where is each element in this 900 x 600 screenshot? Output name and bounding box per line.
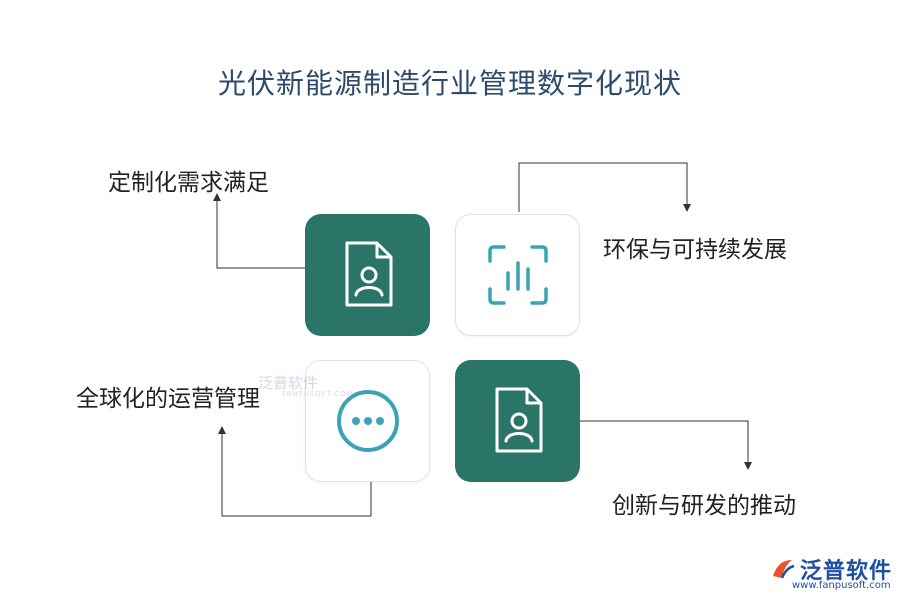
label-innovation-rd: 创新与研发的推动: [612, 493, 796, 519]
brand-logo-icon: [773, 560, 795, 579]
connector-bottom-left: [218, 426, 372, 517]
brand-url: www.fanpusoft.com: [792, 580, 891, 591]
diagram-title: 光伏新能源制造行业管理数字化现状: [217, 67, 682, 100]
document-person-icon: [495, 387, 542, 453]
connector-bottom-right: [580, 420, 752, 470]
more-dots-icon: [336, 390, 399, 452]
label-global-operations: 全球化的运营管理: [76, 386, 260, 412]
tile-sustainability: [455, 214, 580, 336]
brand-logo-text: 泛普软件: [800, 559, 893, 584]
bar-chart-frame-icon: [487, 245, 548, 305]
connector-top-left: [213, 193, 305, 269]
label-sustainability: 环保与可持续发展: [603, 237, 787, 263]
watermark: 泛普软件: [258, 374, 319, 392]
connector-top-right: [518, 162, 691, 212]
brand-logo: 泛普软件: [770, 553, 892, 585]
tile-global-operations: [305, 360, 430, 482]
document-person-icon: [345, 241, 392, 307]
tile-innovation-rd: [455, 360, 580, 482]
watermark-sub: FANPUSOFT.COM: [282, 390, 354, 398]
label-customization: 定制化需求满足: [108, 170, 269, 196]
tile-customization: [305, 214, 430, 336]
